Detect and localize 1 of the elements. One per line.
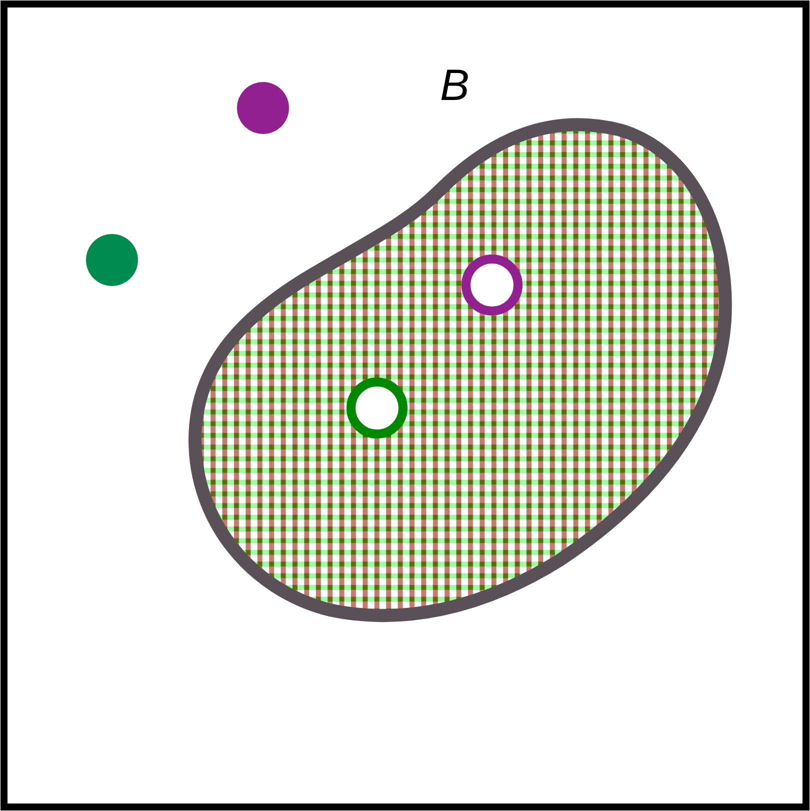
set-label: B — [440, 64, 470, 108]
